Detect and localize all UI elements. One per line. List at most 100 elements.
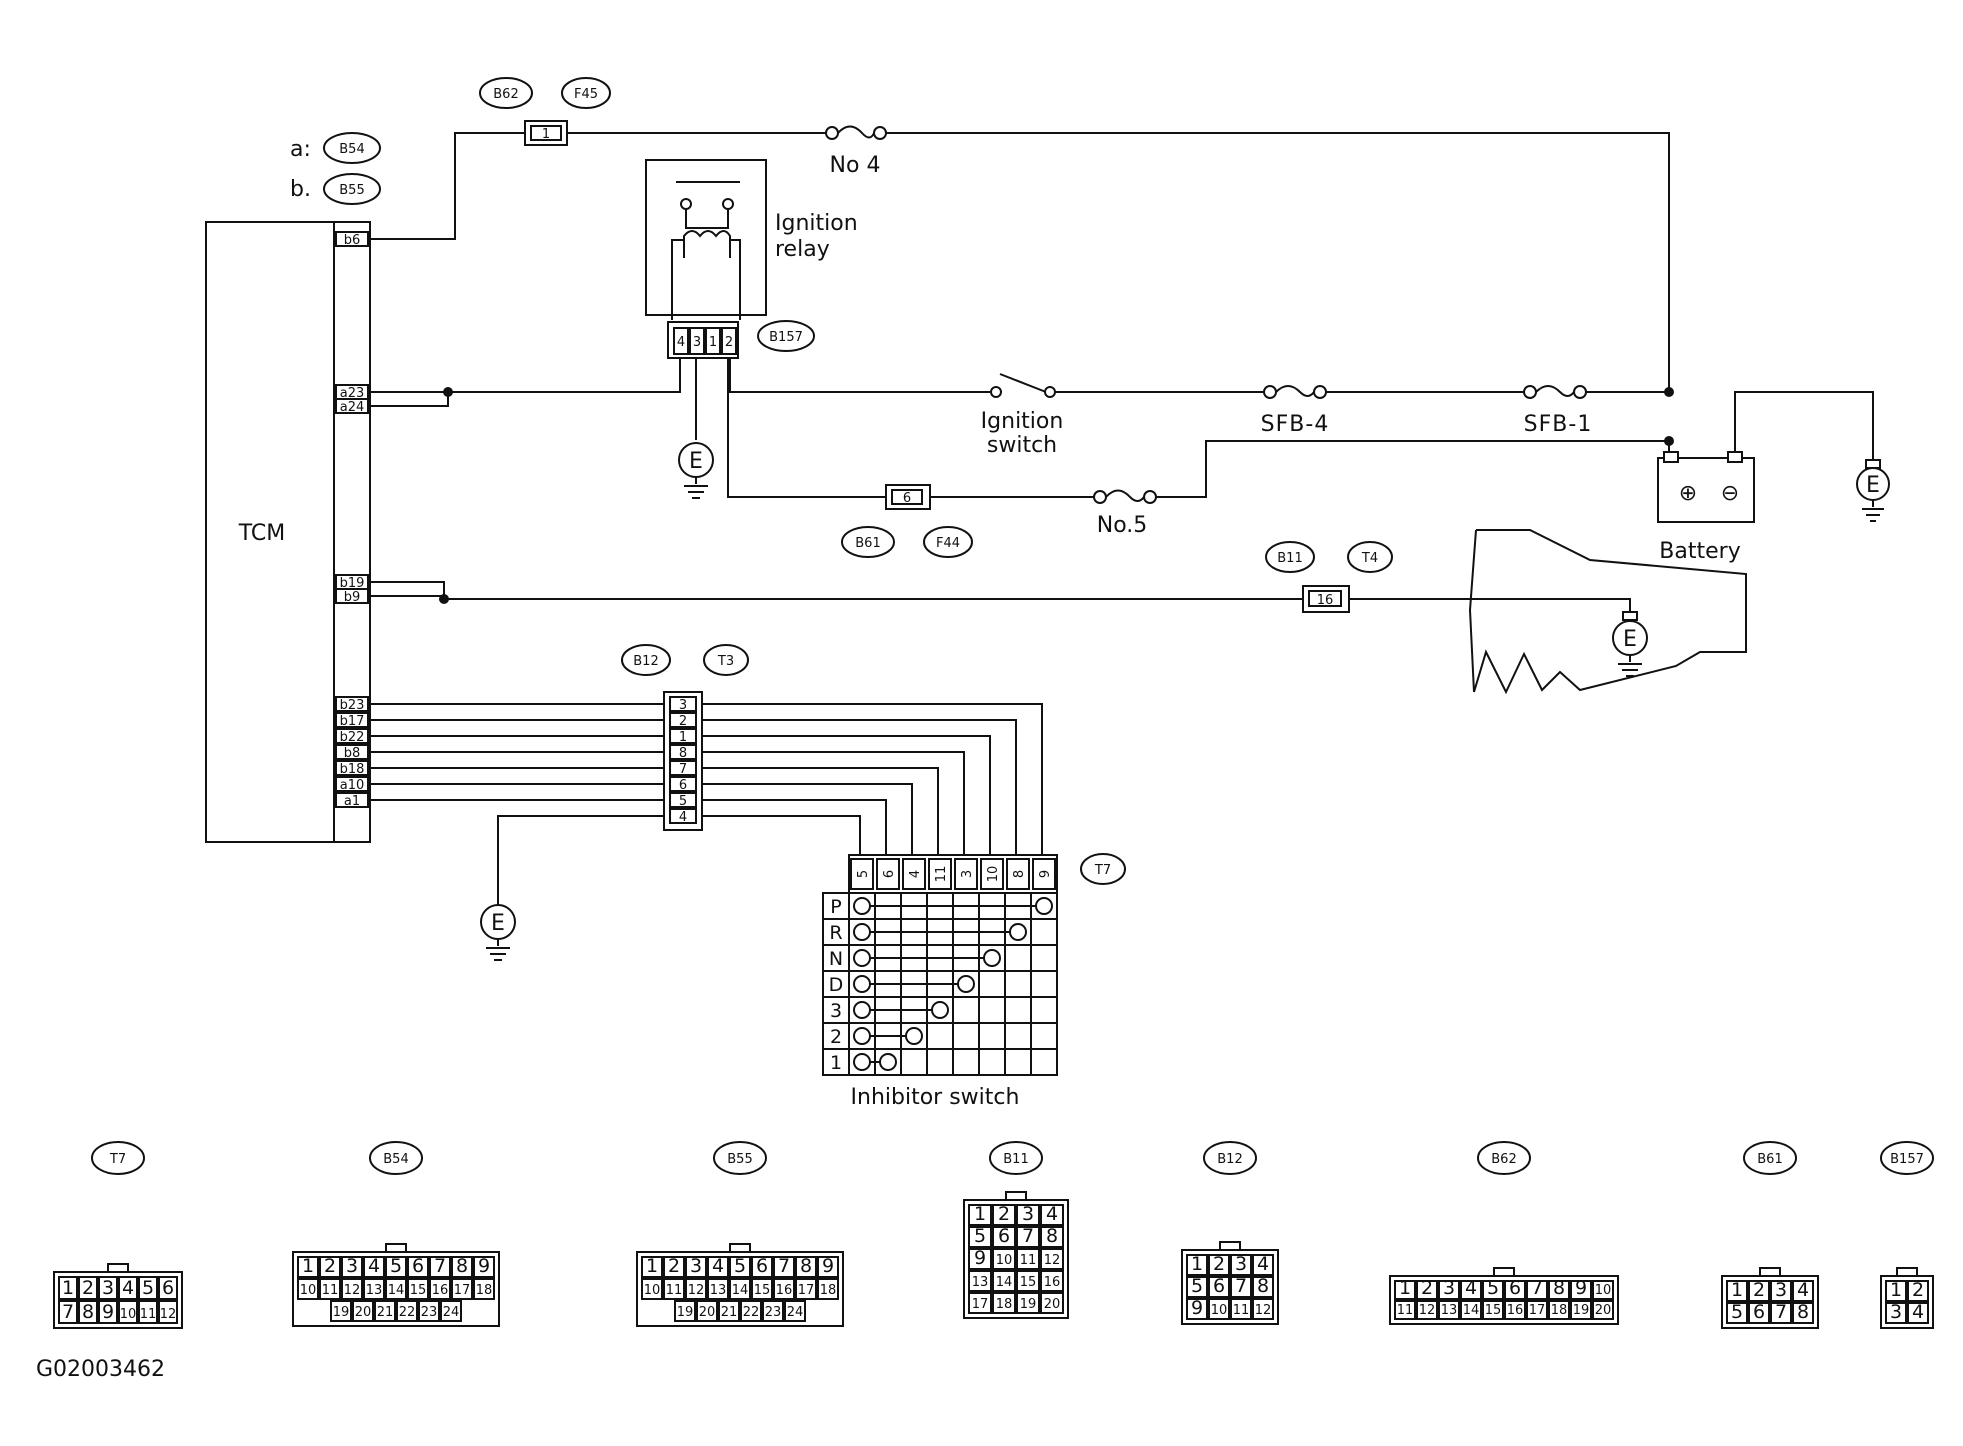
connector-pin-label: 4: [1912, 1301, 1924, 1323]
svg-text:b6: b6: [344, 233, 361, 248]
connector-tag-label: B54: [383, 1152, 408, 1167]
tag-b12: [621, 644, 671, 676]
connector-pin-label: 2: [1912, 1279, 1924, 1301]
svg-text:B62: B62: [493, 87, 518, 102]
svg-text:B12: B12: [633, 654, 658, 669]
tag-t3: [703, 644, 749, 676]
continuity-circle: [1009, 923, 1027, 941]
connector-pin: [1040, 1248, 1064, 1270]
fuse-no5-label: No.5: [1097, 513, 1148, 538]
connector-pin: [795, 1256, 817, 1278]
connector-tag-label: B55: [727, 1152, 752, 1167]
svg-text:16: 16: [1317, 593, 1334, 608]
connector-pin-label: 12: [688, 1283, 705, 1298]
inhibitor-row-label: 1: [830, 1052, 842, 1074]
svg-text:B157: B157: [769, 330, 803, 345]
connector-b12-t3: 3 2 1 8 7 6 5 4: [663, 691, 703, 831]
battery: [1657, 451, 1755, 523]
svg-text:T7: T7: [1094, 863, 1111, 878]
connector-pin: [1438, 1300, 1460, 1320]
connector-pin: [440, 1300, 462, 1322]
connector-pin: [1460, 1280, 1482, 1300]
connector-pin-label: 24: [787, 1305, 804, 1320]
connector-tag: [1880, 1141, 1934, 1175]
connector-pin-label: 20: [1044, 1297, 1061, 1312]
connector-pin: [118, 1300, 138, 1324]
connector-pin-label: 4: [1257, 1253, 1269, 1275]
connector-pin-label: 3: [1443, 1277, 1455, 1299]
connector-pin: [1016, 1226, 1040, 1248]
connector-pin: [407, 1278, 429, 1300]
svg-text:a24: a24: [340, 400, 365, 415]
wire-b6: [370, 132, 525, 240]
b12-t3-pin: 6: [669, 776, 697, 793]
inhibitor-column-cell: [1006, 858, 1030, 890]
connector-tag: [1743, 1141, 1797, 1175]
connector-pin: [58, 1276, 78, 1300]
connector-pin-label: 5: [142, 1277, 154, 1299]
connector-pin: [992, 1248, 1016, 1270]
svg-text:a23: a23: [340, 386, 365, 401]
battery-plus-icon: ⊕: [1679, 481, 1697, 506]
ground-transmission: E: [1612, 611, 1648, 677]
continuity-circle: [853, 975, 871, 993]
connector-pin: [817, 1256, 839, 1278]
inhibitor-column-cell: [954, 858, 978, 890]
svg-text:E: E: [491, 911, 505, 936]
connector-pin: [1792, 1302, 1814, 1324]
fuse-sfb1-label: SFB-1: [1524, 412, 1593, 437]
connector-pin-label: 11: [666, 1283, 683, 1298]
connector-pin: [1208, 1254, 1230, 1276]
continuity-circle: [957, 975, 975, 993]
svg-text:a1: a1: [344, 794, 360, 809]
connector-pin: [158, 1276, 178, 1300]
inhibitor-column-label: 4: [908, 870, 923, 878]
connector-pin: [685, 1256, 707, 1278]
connector-pin: [1482, 1280, 1504, 1300]
connector-pin: [1016, 1270, 1040, 1292]
connector-pin-label: 4: [1465, 1277, 1477, 1299]
inhibitor-column-label: 6: [882, 870, 897, 878]
svg-text:2: 2: [679, 714, 687, 729]
connector-tag: [91, 1141, 145, 1175]
connector-pin: [473, 1278, 495, 1300]
connector-pin: [992, 1292, 1016, 1314]
connector-pin-label: 16: [776, 1283, 793, 1298]
connector-pin: [1504, 1300, 1526, 1320]
connector-pin-label: 22: [743, 1305, 760, 1320]
connector-pin-label: 2: [1213, 1253, 1225, 1275]
connector-pin-label: 7: [1022, 1225, 1034, 1247]
connector-pin: [1230, 1298, 1252, 1320]
connector-pin: [1186, 1254, 1208, 1276]
connector-latch: [1005, 1191, 1027, 1201]
connector-pin: [396, 1300, 418, 1322]
connector-pin: [1592, 1300, 1614, 1320]
connector-pin-label: 19: [677, 1305, 694, 1320]
tag-b157: [757, 320, 815, 352]
connector-pin: [407, 1256, 429, 1278]
connector-pin-label: 18: [820, 1283, 837, 1298]
connector-pin-label: 15: [1485, 1303, 1502, 1318]
connector-pin-label: 8: [1797, 1301, 1809, 1323]
connector-tag-label: B12: [1217, 1152, 1242, 1167]
connector-pin: [58, 1300, 78, 1324]
connector-pin: [319, 1278, 341, 1300]
connector-pin: [1570, 1300, 1592, 1320]
tag-t4: [1347, 541, 1393, 573]
connector-pin-label: 14: [996, 1275, 1013, 1290]
connector-latch: [1896, 1267, 1918, 1277]
svg-text:3: 3: [679, 698, 687, 713]
connector-latch: [1219, 1241, 1241, 1251]
connector-pin-label: 10: [300, 1283, 317, 1298]
svg-text:b17: b17: [340, 714, 365, 729]
connector-pin: [1016, 1292, 1040, 1314]
connector-pin: [729, 1256, 751, 1278]
connector-pin: [968, 1248, 992, 1270]
connector-pin: [1907, 1280, 1929, 1302]
connector-pin-label: 10: [1595, 1283, 1612, 1298]
inhibitor-column-cell: [850, 858, 874, 890]
connector-pin-label: 8: [82, 1301, 94, 1323]
